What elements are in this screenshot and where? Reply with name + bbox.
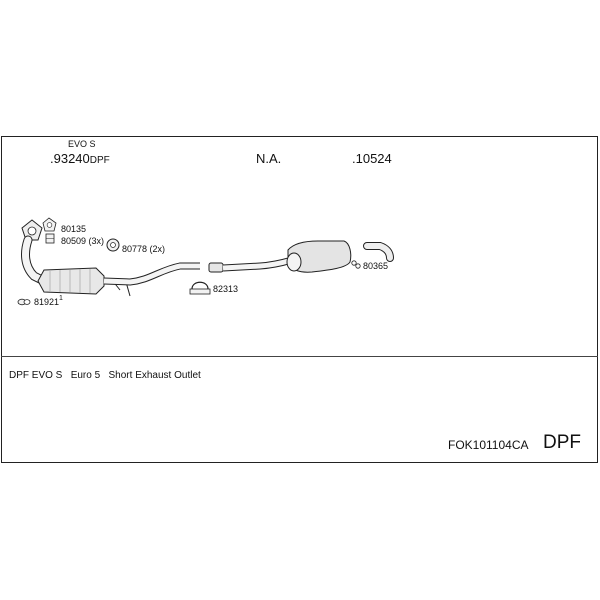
dpf-filter (37, 267, 105, 295)
bolt-81921 (17, 298, 31, 306)
gasket-80135 (42, 217, 57, 232)
rear-silencer (286, 240, 352, 273)
downpipe (21, 235, 51, 287)
nuts-80509 (45, 233, 55, 244)
label-82313: 82313 (213, 284, 239, 294)
label-80778: 80778 (2x) (122, 244, 166, 254)
tail-pipe (363, 242, 394, 262)
variant-label: EVO S (68, 139, 96, 149)
front-pipe (103, 262, 200, 286)
description-euro: Euro 5 (70, 370, 101, 381)
clamp-82313 (189, 281, 211, 295)
hanger-80365 (351, 260, 361, 269)
kit-type: DPF (543, 432, 581, 453)
label-81921-sup: 1 (59, 295, 63, 302)
part-number-a-value: .93240 (50, 151, 90, 166)
label-80365: 80365 (363, 261, 389, 271)
label-81921: 819211 (34, 295, 63, 307)
description-row: DPF EVO S Euro 5 Short Exhaust Outlet (9, 371, 201, 381)
kit-code: FOK101104CA (448, 438, 529, 452)
middle-pipe (222, 256, 293, 272)
section-divider (1, 356, 598, 357)
part-number-a: .93240DPF (50, 152, 110, 166)
ring-gasket-80778 (106, 238, 120, 252)
label-80135: 80135 (61, 224, 87, 234)
label-81921-value: 81921 (34, 297, 60, 307)
part-number-a-suffix: DPF (89, 155, 110, 166)
description-outlet: Short Exhaust Outlet (108, 370, 201, 381)
part-number-b: N.A. (256, 151, 282, 166)
sleeve-connector (208, 262, 224, 273)
diagram-frame (1, 136, 598, 463)
description-dpf: DPF EVO S (9, 370, 63, 381)
label-80509: 80509 (3x) (61, 236, 105, 246)
part-number-c: .10524 (352, 151, 392, 166)
